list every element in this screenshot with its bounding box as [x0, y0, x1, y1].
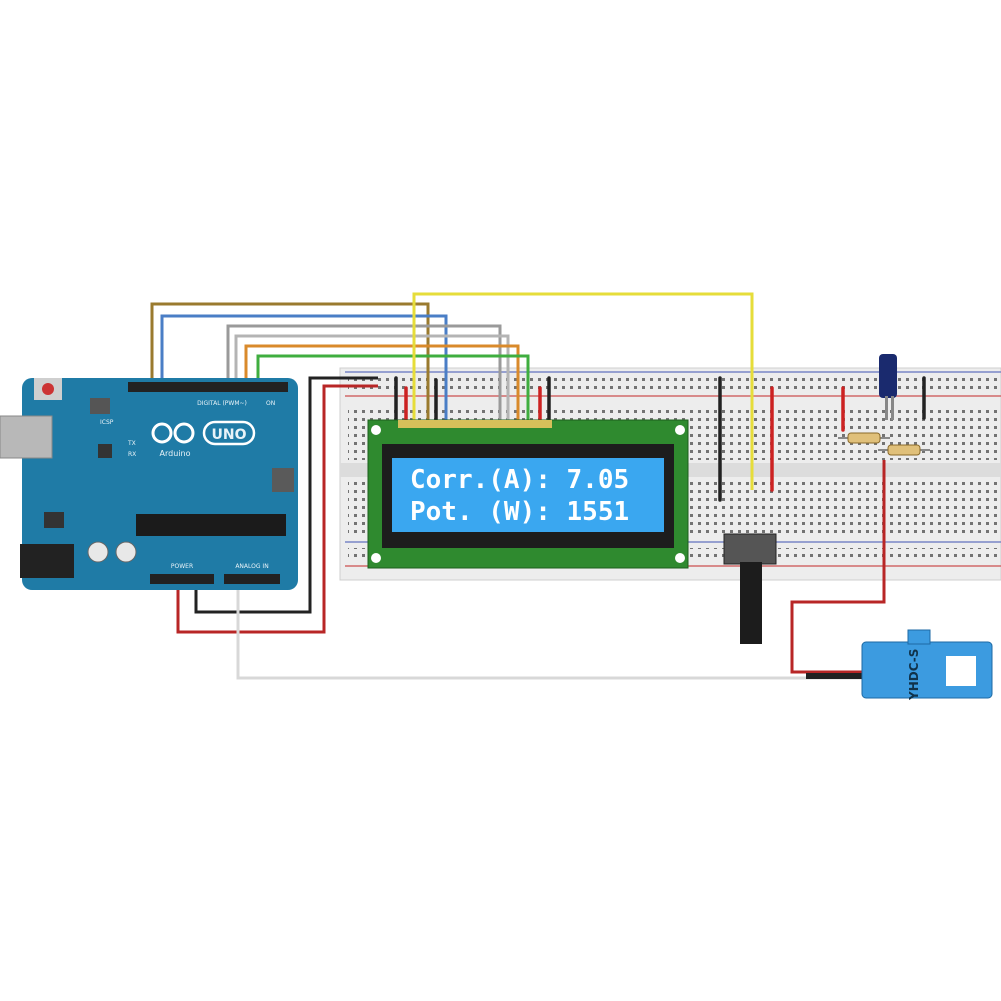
potentiometer[interactable]: [723, 533, 777, 644]
arduino-board: UNO Arduino DIGITAL (PWM~) POWER ANALOG …: [0, 378, 298, 590]
jumper-wires: [394, 376, 926, 502]
current-sensor: YHDC-S: [861, 629, 993, 701]
analog-header: [224, 574, 280, 584]
tx-label: TX: [127, 440, 136, 447]
microcontroller-chip: [136, 514, 286, 536]
power-jack: [20, 544, 74, 578]
lcd-line-2: Pot. (W): 1551: [410, 497, 629, 527]
reset-button[interactable]: [42, 383, 54, 395]
wire-brown: [150, 302, 430, 420]
on-label: ON: [266, 400, 275, 407]
sensor-label: YHDC-S: [907, 649, 921, 701]
wire-black-gnd: [194, 376, 378, 614]
power-wires: [176, 376, 862, 680]
wire-yellow: [412, 292, 754, 490]
uno-label: UNO: [212, 427, 247, 443]
power-label: POWER: [171, 563, 193, 570]
lcd-module: Corr.(A): 7.05 Pot. (W): 1551: [367, 419, 689, 569]
digital-label: DIGITAL (PWM~): [197, 400, 247, 407]
icsp-label: ICSP: [100, 419, 114, 426]
rx-label: RX: [128, 451, 136, 458]
wire-green: [256, 354, 530, 420]
power-header: [150, 574, 214, 584]
wire-gray-1: [226, 324, 502, 420]
arduino-logo-icon: [151, 420, 256, 446]
wire-white-a1: [236, 582, 862, 680]
analog-label: ANALOG IN: [235, 563, 268, 570]
lcd-screen: [392, 458, 664, 532]
signal-wires: [150, 292, 754, 490]
wire-gray-2: [234, 334, 510, 420]
usb-port: [0, 415, 53, 459]
wire-red-5v: [176, 384, 378, 634]
resistor-1: [838, 432, 890, 444]
digital-header: [128, 382, 288, 392]
wire-orange: [244, 344, 520, 420]
brand-label: Arduino: [160, 449, 191, 458]
resistor-2: [878, 444, 930, 456]
lcd-line-1: Corr.(A): 7.05: [410, 465, 629, 495]
capacitor: [879, 354, 897, 420]
wire-blue: [160, 314, 448, 420]
sensor-wires: [790, 460, 886, 679]
